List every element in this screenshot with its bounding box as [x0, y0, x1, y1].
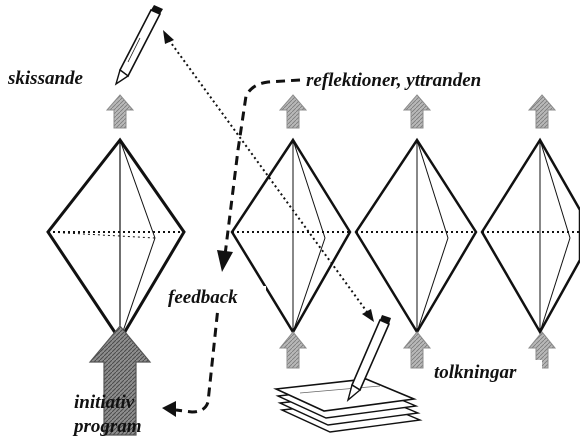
up-arrow-top-4 — [527, 94, 557, 129]
octahedron-4 — [480, 137, 580, 335]
up-arrow-bottom-3 — [402, 331, 432, 369]
label-tolkningar: tolkningar — [434, 362, 517, 383]
label-skissande: skissande — [7, 68, 84, 89]
label-reflektioner: reflektioner, yttranden — [306, 70, 481, 91]
label-program: program — [72, 416, 142, 437]
pencil-icon — [346, 315, 391, 402]
up-arrow-top-3 — [402, 94, 432, 129]
up-arrow-top-2 — [278, 94, 308, 129]
up-arrow-top-1 — [105, 94, 135, 129]
feedback-loop — [162, 78, 301, 417]
label-feedback: feedback — [168, 287, 238, 308]
octahedron-1 — [46, 137, 186, 343]
octahedron-3 — [354, 137, 478, 335]
paper-stack-icon — [273, 378, 423, 433]
dotted-link — [163, 30, 374, 322]
up-arrow-bottom-2 — [278, 331, 308, 369]
pencil-icon — [114, 5, 163, 86]
label-initiativ: initiativ — [74, 392, 135, 413]
big-up-arrow — [88, 325, 152, 436]
